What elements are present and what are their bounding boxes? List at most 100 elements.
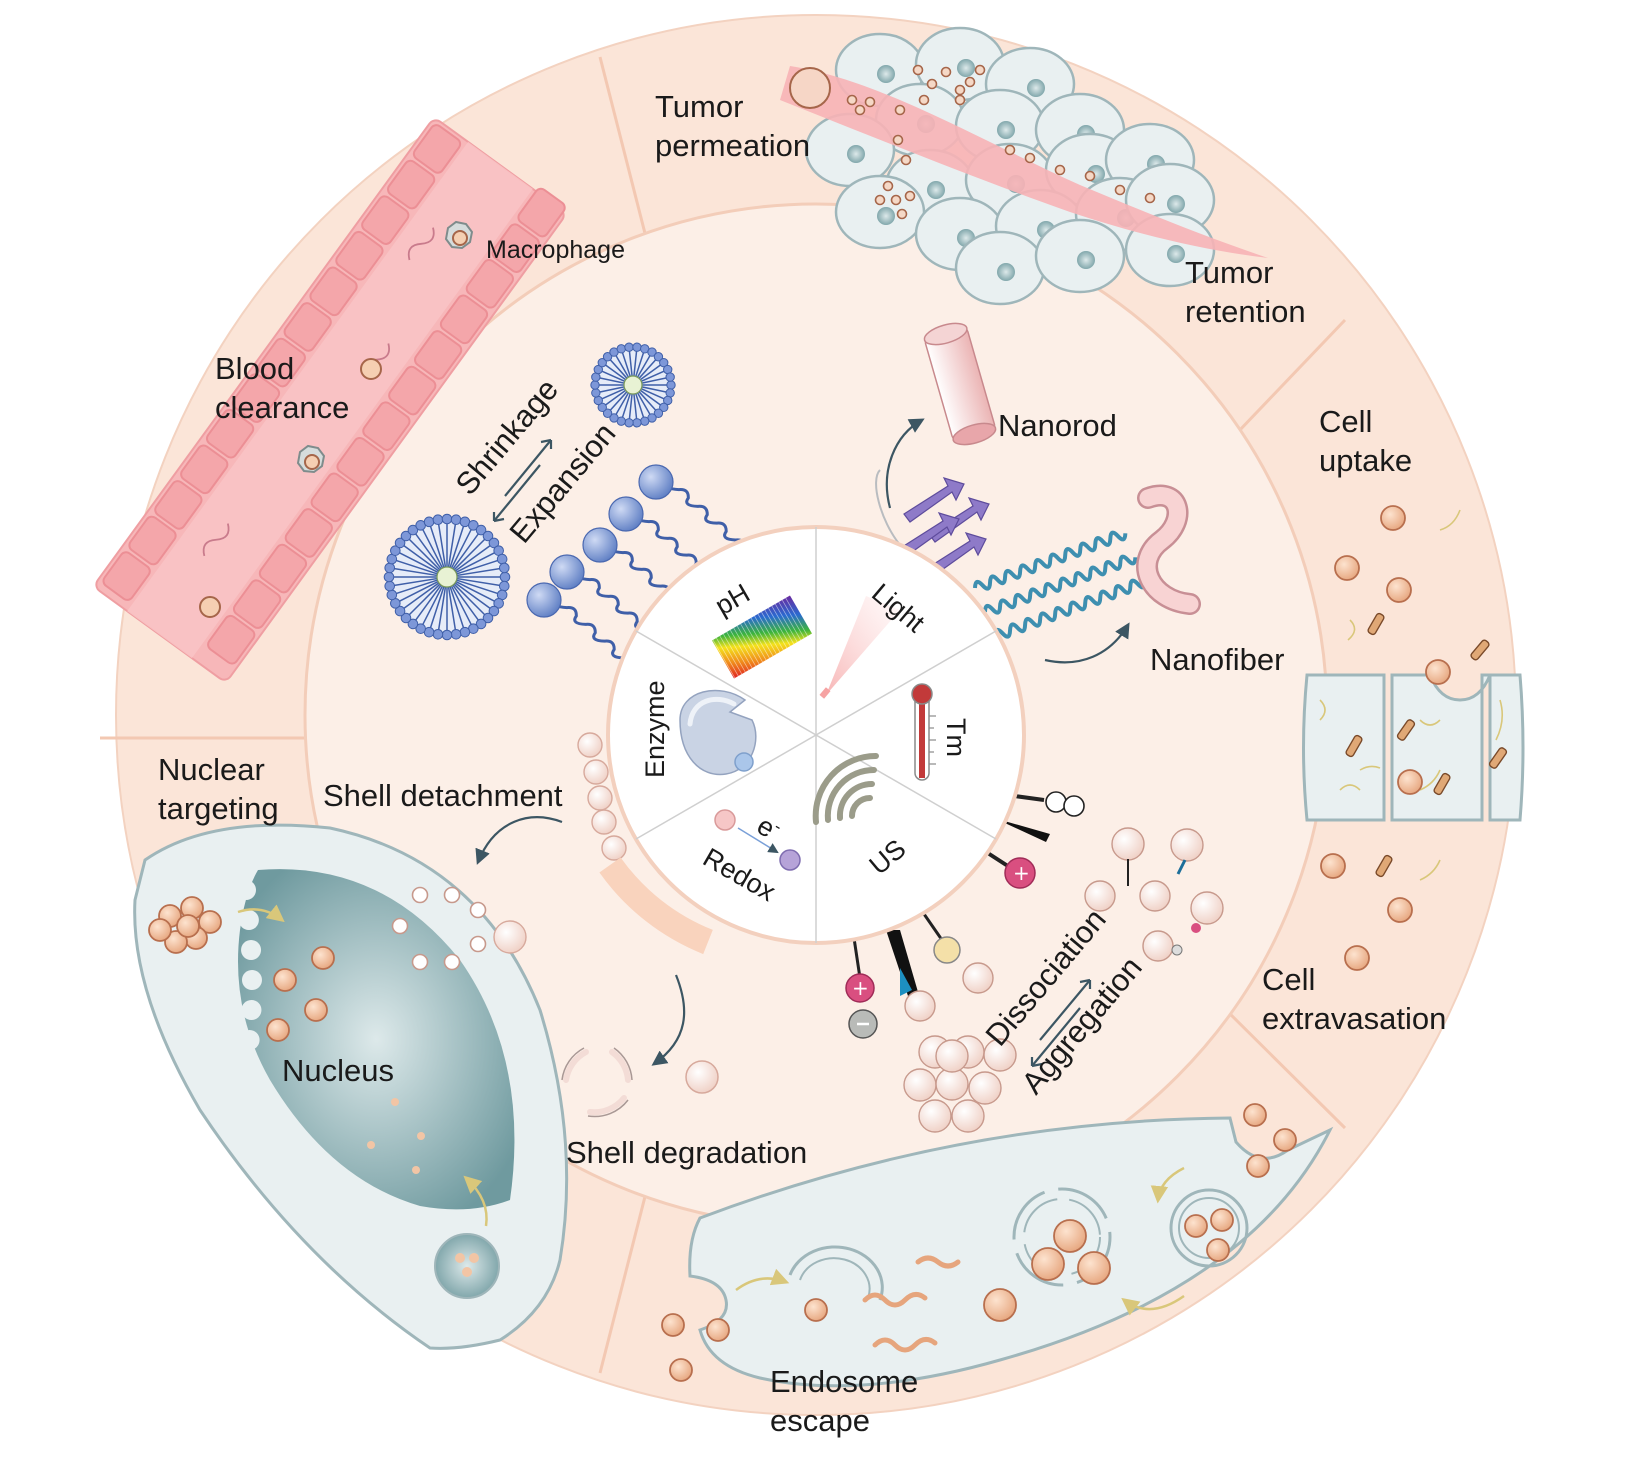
lipid-head [394, 605, 406, 617]
lipid-tail [454, 542, 495, 572]
endosome-cell-icon [688, 1116, 1334, 1388]
lipid-head [400, 530, 412, 542]
lipid-tail [405, 583, 441, 619]
nanoparticle [1077, 1251, 1111, 1285]
light-beam-icon [819, 596, 900, 699]
lipid-head [624, 342, 634, 352]
shell-particle [583, 759, 609, 785]
endothelial-cell [207, 614, 256, 665]
spectrum-band [743, 621, 767, 661]
ph-spectrum-icon [712, 595, 812, 679]
tumor-nanoparticle [1024, 152, 1036, 164]
lipid-tail [639, 362, 665, 381]
tumor-nanoparticle [874, 194, 886, 206]
ligand-chain [994, 818, 1050, 842]
lipid-tail [391, 558, 438, 575]
lipid-tail [437, 519, 447, 568]
nanoparticle [1320, 853, 1346, 879]
lipid-head [590, 380, 600, 390]
endothelial-cell [465, 258, 514, 309]
nuclear-pore [241, 940, 262, 960]
lipid-tail [635, 348, 646, 377]
lipid-tail [447, 586, 457, 635]
lipid-head [659, 357, 669, 368]
lipid-tail [595, 376, 625, 384]
spectrum-band [757, 613, 781, 653]
ligand-sphere [1139, 880, 1171, 912]
charge-dot [1191, 923, 1201, 933]
aggregated-particle [918, 1099, 952, 1133]
nanofiber-label: Nanofiber [1150, 642, 1284, 677]
nanoparticle [266, 1018, 290, 1042]
nanoparticle [1053, 1219, 1087, 1253]
endothelial-cell [362, 401, 411, 451]
tumor-cell-nucleus [1027, 79, 1045, 97]
shell-particle [591, 809, 617, 835]
endothelial-cell [180, 444, 229, 495]
lipid-tail [607, 356, 628, 379]
nanoparticle [1344, 945, 1370, 971]
tumor-nanoparticle [926, 78, 938, 90]
endothelial-cell [517, 187, 566, 238]
nanoparticle [1246, 1154, 1270, 1178]
nanoparticle [1397, 769, 1423, 795]
cell-extravasation-label-1: Cell [1262, 962, 1315, 997]
endothelial-cell [232, 579, 282, 629]
spectrum-band [750, 617, 774, 657]
lipid-tail [420, 524, 444, 569]
aggregated-particle [968, 1071, 1002, 1105]
tumor-nanoparticle [854, 104, 866, 116]
lipid-tail [437, 586, 447, 635]
spectrum-band [740, 623, 763, 663]
lipid-tail [456, 567, 505, 577]
lipid-tail [394, 580, 439, 604]
lipid-head [383, 571, 395, 583]
lipid-head [423, 516, 435, 528]
nanoparticle [1210, 1208, 1234, 1232]
aggregated-particle [935, 1039, 969, 1073]
ligand-chain [852, 937, 862, 979]
lipid-head [450, 628, 462, 640]
tumor-nanoparticle [940, 66, 952, 78]
endothelial-cell [388, 365, 437, 416]
nucleus-cell-icon [133, 823, 569, 1350]
nanoparticle [1334, 555, 1360, 581]
polymer-head [638, 464, 674, 500]
lipid-head [653, 352, 664, 362]
spectrum-band [712, 639, 736, 679]
lipid-head [665, 372, 675, 382]
spectrum-band [726, 631, 750, 671]
spectrum-band [729, 629, 753, 669]
nanoparticle [176, 914, 200, 938]
spectrum-band [736, 625, 760, 665]
lipid-tail [597, 387, 626, 402]
lipid-tail [449, 586, 466, 633]
lipid-head [432, 628, 444, 640]
shell-detachment-arrow [475, 816, 563, 865]
core-particle [685, 1060, 719, 1094]
ultrasound-waves-icon [812, 752, 879, 825]
nanoparticle [1387, 897, 1413, 923]
nuclear-pore [236, 880, 256, 900]
endothelial-cell [491, 223, 540, 273]
tumor-cell-nucleus [877, 65, 895, 83]
aggregated-particle [951, 1099, 985, 1133]
lipid-head [482, 530, 494, 542]
shell-arc [599, 857, 714, 955]
ligand-end [1045, 791, 1067, 813]
ligand-sphere [1170, 828, 1204, 862]
nanoparticle [1243, 1103, 1267, 1127]
lipid-head [496, 553, 508, 565]
shell-particle [601, 835, 627, 861]
tm-label: Tm [941, 718, 971, 757]
nanoparticle [1425, 659, 1451, 685]
lipid-tail [636, 392, 653, 419]
tumor-cell-nucleus [847, 145, 865, 163]
lipid-head [384, 562, 396, 574]
nanoparticle [311, 946, 335, 970]
tumor-retention-label-1: Tumor [1185, 255, 1273, 290]
lipid-head [415, 623, 426, 634]
nuclear-targeting-label-1: Nuclear [158, 752, 265, 787]
cell-uptake-label-1: Cell [1319, 404, 1372, 439]
lipid-head [597, 357, 607, 368]
